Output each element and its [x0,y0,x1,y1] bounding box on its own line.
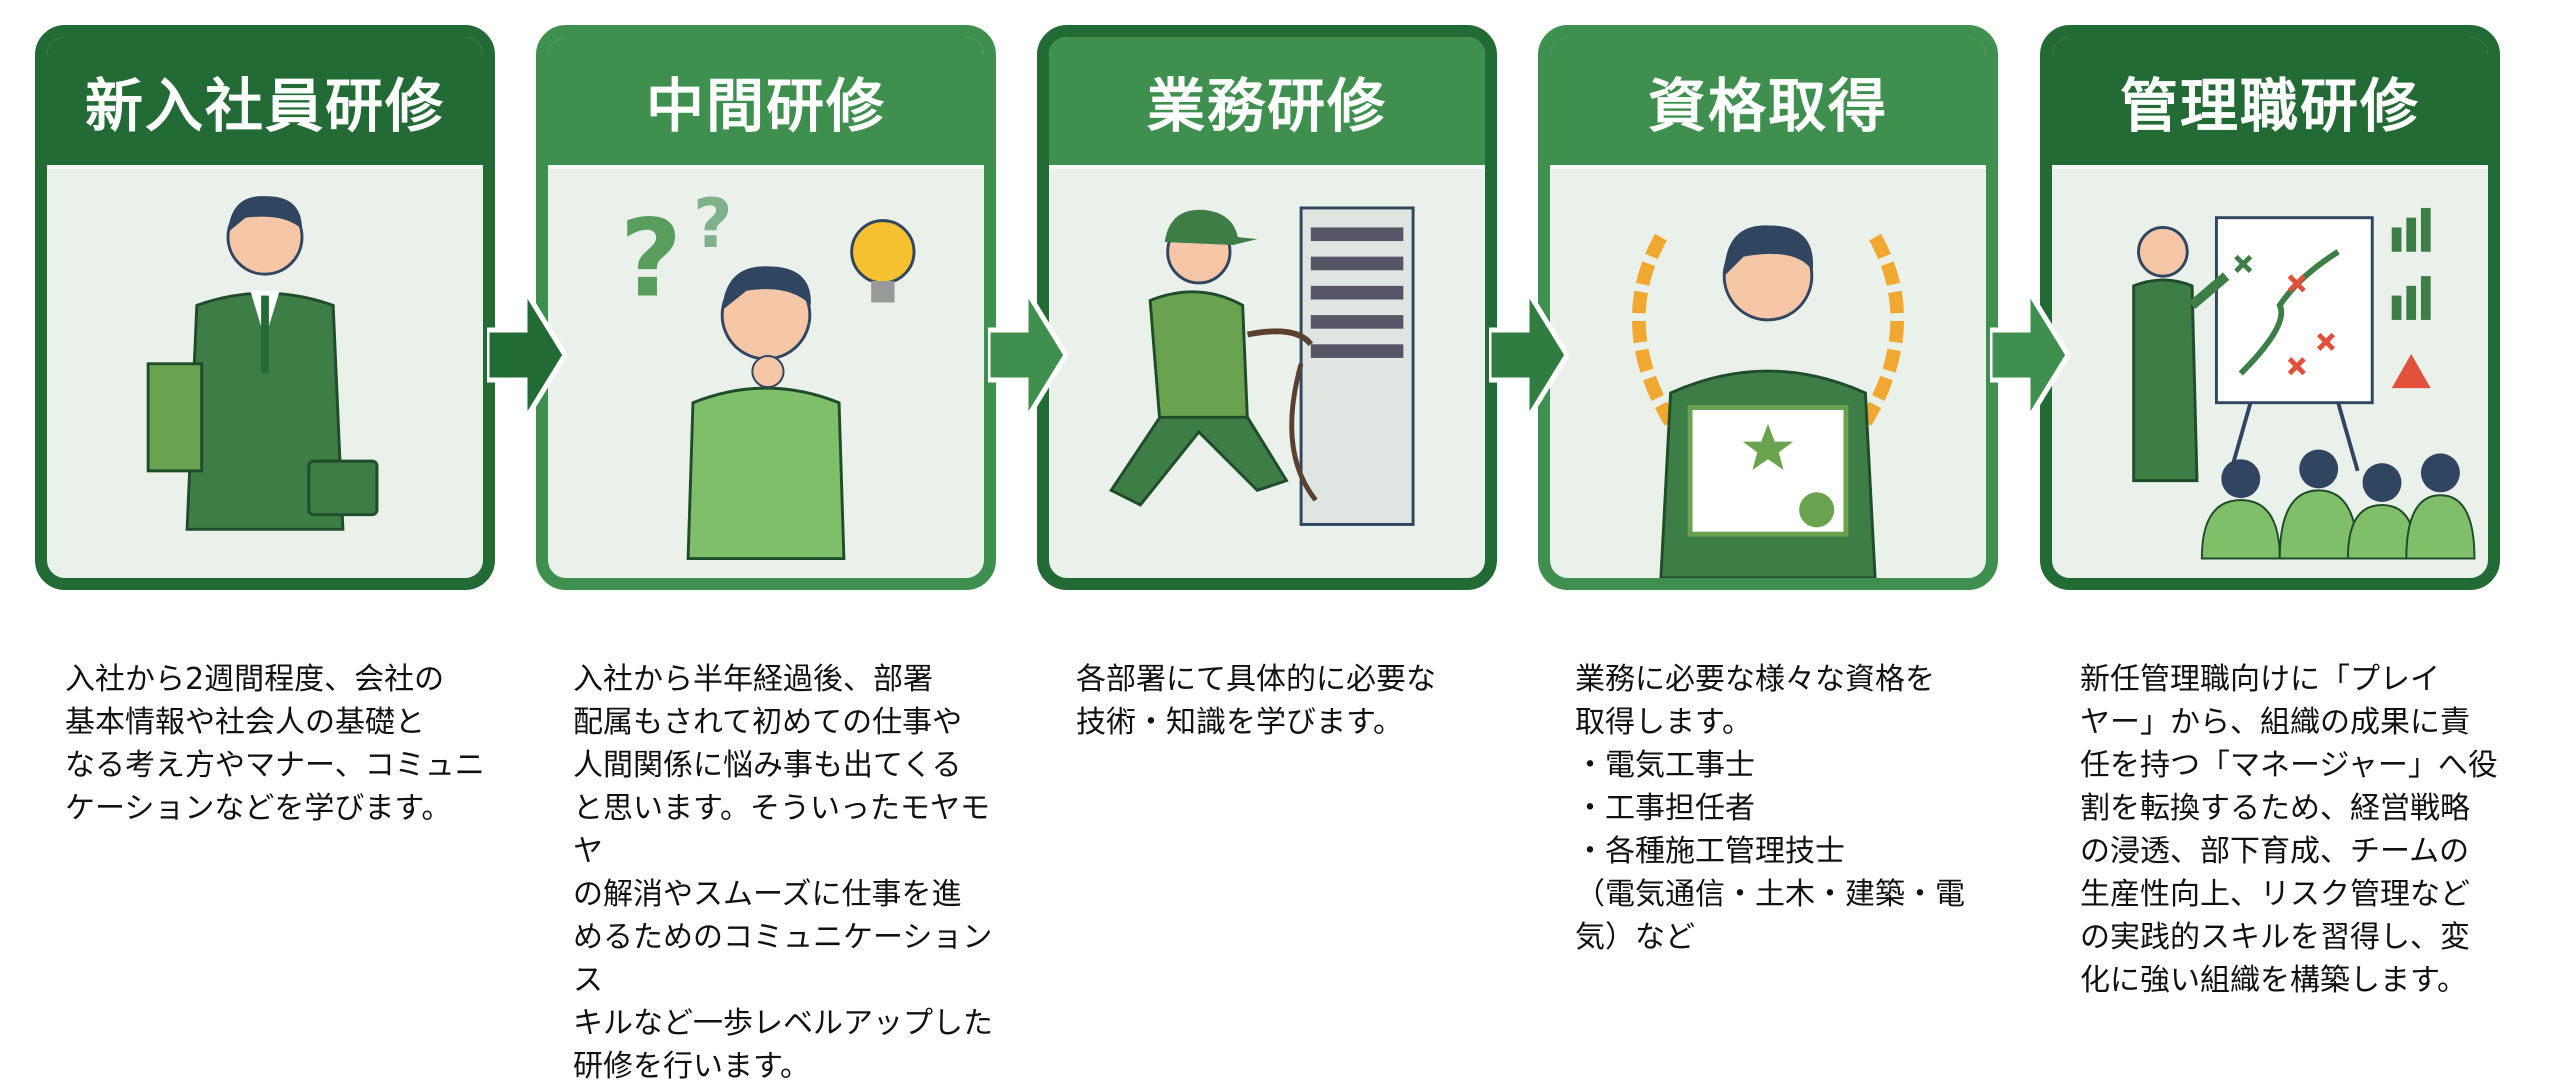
stage-title: 資格取得 [1550,37,1986,165]
stage-description: 入社から2週間程度、会社の 基本情報や社会人の基礎と なる考え方やマナー、コミュ… [65,662,485,826]
new-employee-icon [47,165,483,578]
arrow-right-icon [988,285,1068,425]
certificate-icon [1550,165,1986,578]
arrow-right-icon [1990,285,2070,425]
stage-description: 業務に必要な様々な資格を 取得します。 ・電気工事士 ・工事担任者 ・各種施工管… [1575,662,1965,955]
stage-title: 業務研修 [1049,37,1485,165]
stage-title: 管理職研修 [2052,37,2488,165]
arrow-right-icon [1489,285,1569,425]
svg-text:?: ? [693,185,733,264]
stage-card-mid-term: 中間研修 ? ? [536,25,996,590]
stage-card-certification: 資格取得 [1538,25,1998,590]
stage-card-new-employee: 新入社員研修 [35,25,495,590]
arrow-right-icon [487,285,567,425]
stage-title: 新入社員研修 [47,37,483,165]
stage-card-job-training: 業務研修 [1037,25,1497,590]
stage-description: 入社から半年経過後、部署 配属もされて初めての仕事や 人間関係に悩み事も出てくる… [573,662,993,1084]
svg-text:?: ? [620,198,682,322]
manager-presentation-icon [2052,165,2488,578]
stage-description: 各部署にて具体的に必要な 技術・知識を学びます。 [1076,662,1436,740]
stage-title: 中間研修 [548,37,984,165]
technician-server-icon [1049,165,1485,578]
stage-card-management: 管理職研修 [2040,25,2500,590]
thinking-person-icon: ? ? [548,165,984,578]
stage-description: 新任管理職向けに「プレイ ヤー」から、組織の成果に責 任を持つ「マネージャー」へ… [2080,662,2498,998]
